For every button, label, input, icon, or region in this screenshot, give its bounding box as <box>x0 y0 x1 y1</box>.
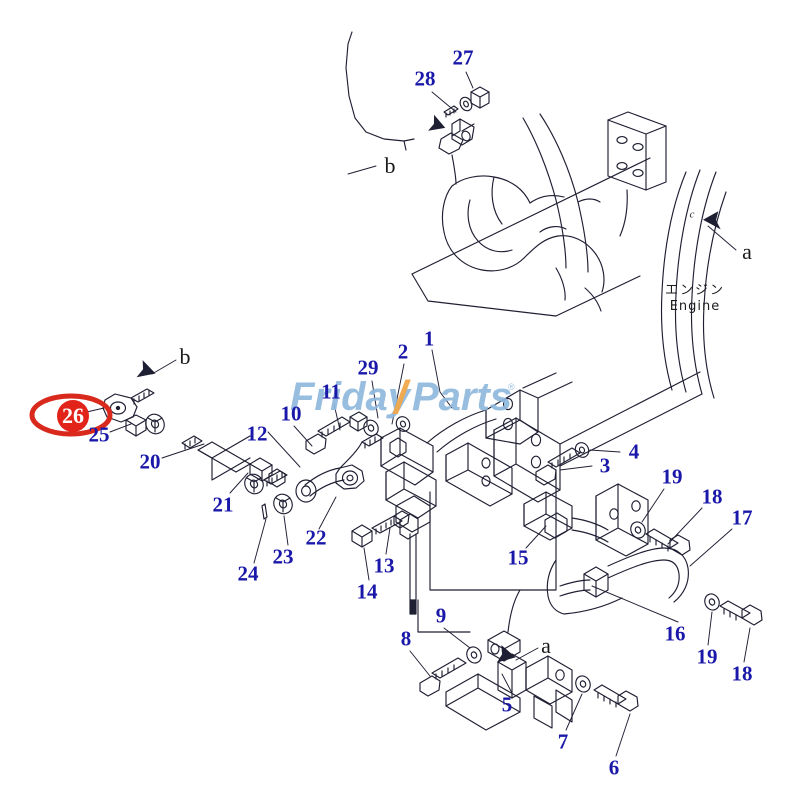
section-mark-b-left: b <box>179 344 191 369</box>
callout-11[interactable]: 11 <box>321 379 341 404</box>
pedal-lever-group <box>419 589 639 731</box>
highlight-ring <box>29 393 113 437</box>
callout-19-lower[interactable]: 19 <box>696 644 718 669</box>
callout-18-upper[interactable]: 18 <box>701 484 723 509</box>
engine-assembly-group <box>345 31 727 399</box>
section-arrowheads <box>136 114 721 663</box>
section-mark-a-right: a <box>742 239 752 264</box>
callout-14[interactable]: 14 <box>356 579 378 604</box>
callout-1[interactable]: 1 <box>423 326 435 351</box>
callout-23[interactable]: 23 <box>272 544 294 569</box>
highlighted-part-26[interactable]: 26 <box>28 392 114 438</box>
callout-29[interactable]: 29 <box>357 355 379 380</box>
rod-link-assembly-group <box>102 388 410 548</box>
callout-21[interactable]: 21 <box>212 492 234 517</box>
callout-5[interactable]: 5 <box>501 692 513 717</box>
callout-7[interactable]: 7 <box>557 729 569 754</box>
callout-2[interactable]: 2 <box>397 339 409 364</box>
callout-25[interactable]: 25 <box>88 422 110 447</box>
callout-9[interactable]: 9 <box>435 603 447 628</box>
cable-clamp-group <box>523 483 763 626</box>
callout-4[interactable]: 4 <box>628 439 640 464</box>
callout-8[interactable]: 8 <box>400 626 412 651</box>
callout-24[interactable]: 24 <box>237 561 259 586</box>
callout-16[interactable]: 16 <box>664 621 686 646</box>
callout-27[interactable]: 27 <box>452 45 474 70</box>
highlight-number: 26 <box>62 403 84 428</box>
highlight-disc <box>57 400 89 432</box>
part-27-28-group <box>438 86 490 185</box>
section-mark-b-top: b <box>384 153 396 178</box>
callout-22[interactable]: 22 <box>305 525 327 550</box>
center-bracket-group <box>305 371 703 633</box>
callout-20[interactable]: 20 <box>139 449 161 474</box>
leader-lines <box>77 71 751 757</box>
callout-15[interactable]: 15 <box>507 545 529 570</box>
callout-19-upper[interactable]: 19 <box>661 464 683 489</box>
bolt-3-4-group <box>535 442 590 486</box>
callout-28[interactable]: 28 <box>414 66 436 91</box>
callout-18-lower[interactable]: 18 <box>731 661 753 686</box>
callout-3[interactable]: 3 <box>599 453 611 478</box>
callout-17[interactable]: 17 <box>731 505 753 530</box>
callout-12[interactable]: 12 <box>246 421 268 446</box>
callout-10[interactable]: 10 <box>280 401 302 426</box>
callout-6[interactable]: 6 <box>608 755 620 780</box>
section-mark-a-bottom: a <box>541 633 551 658</box>
callout-13[interactable]: 13 <box>373 553 395 578</box>
